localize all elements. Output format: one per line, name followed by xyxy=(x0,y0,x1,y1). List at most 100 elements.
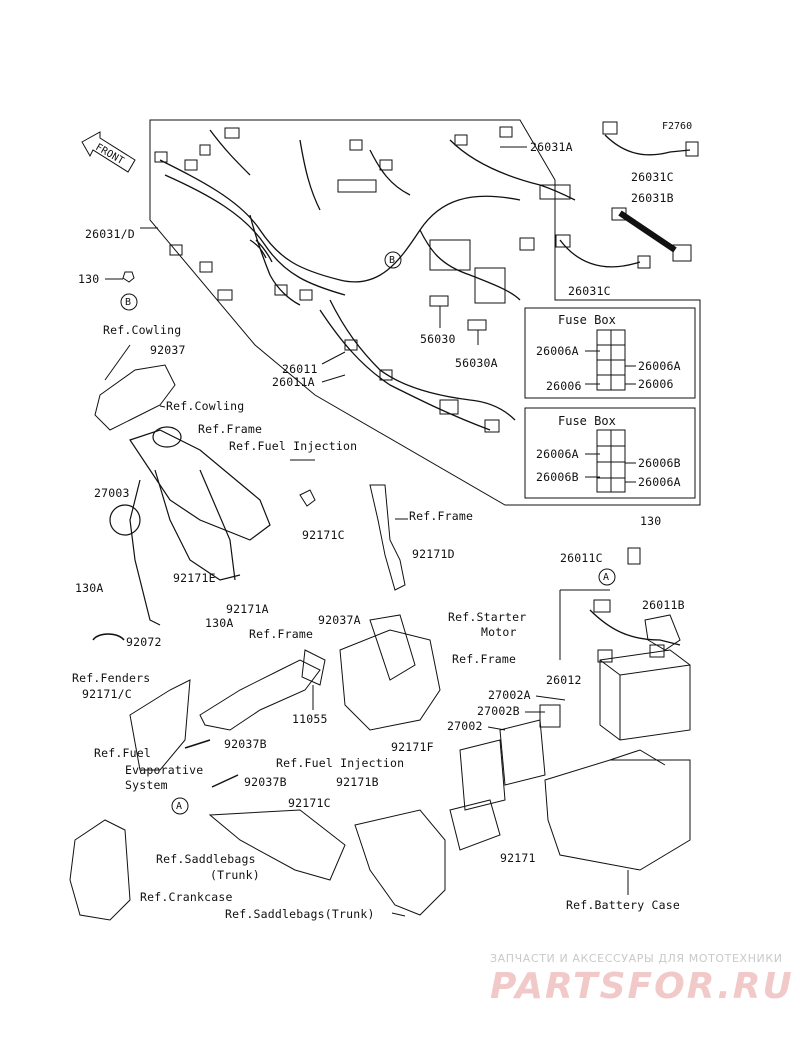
label-92171D: 92171D xyxy=(412,547,455,561)
label-27002A: 27002A xyxy=(488,688,531,702)
label-ref-starter-motor-1: Ref.Starter xyxy=(448,610,527,624)
fuse-box-2-frame xyxy=(524,407,696,499)
crankcase-cover xyxy=(69,819,131,921)
watermark-subtitle: ЗАПЧАСТИ И АКСЕССУАРЫ ДЛЯ МОТОТЕХНИКИ xyxy=(490,952,783,965)
label-ref-fenders: Ref.Fenders xyxy=(72,671,151,685)
fuse-box-2-left-1: 26006A xyxy=(536,447,579,461)
label-92072: 92072 xyxy=(126,635,162,649)
label-130-top: 130 xyxy=(78,272,100,286)
label-ref-starter-motor-2: Motor xyxy=(481,625,517,639)
saddlebag-bracket xyxy=(208,809,346,881)
label-ref-battery-case: Ref.Battery Case xyxy=(566,898,680,912)
label-11055: 11055 xyxy=(292,712,328,726)
label-92171C-2: 92171/C xyxy=(82,687,132,701)
fender-panel xyxy=(129,679,191,771)
battery-case xyxy=(544,749,691,871)
label-26011: 26011 xyxy=(282,362,318,376)
main-wiring-harness xyxy=(159,129,576,431)
label-92037A: 92037A xyxy=(318,613,361,627)
label-92037: 92037 xyxy=(150,343,186,357)
label-92037B-1: 92037B xyxy=(224,737,267,751)
label-130A-mid: 130A xyxy=(205,616,234,630)
label-ref-saddlebags-trunk: Ref.Saddlebags(Trunk) xyxy=(225,907,375,921)
callout-a-left-label: A xyxy=(176,801,183,812)
label-26031B: 26031B xyxy=(631,191,674,205)
clamp-92171C xyxy=(299,489,316,507)
fuse-box-2-left-2: 26006B xyxy=(536,470,579,484)
fuse-box-2-title: Fuse Box xyxy=(558,414,616,428)
label-92037B-2: 92037B xyxy=(244,775,287,789)
label-ref-fuel-evap-3: System xyxy=(125,778,168,792)
fuse-box-2-right-2: 26006A xyxy=(638,475,681,489)
label-92171C-3: 92171C xyxy=(288,796,331,810)
label-ref-frame-3: Ref.Frame xyxy=(249,627,314,641)
fuse-box-1-frame xyxy=(524,307,696,399)
label-92171A: 92171A xyxy=(226,602,269,616)
label-ref-fuel-injection-1: Ref.Fuel Injection xyxy=(229,439,358,453)
band-92072 xyxy=(92,633,125,641)
label-ref-fuel-evap-2: Evaporative xyxy=(125,763,204,777)
label-26031A: 26031A xyxy=(530,140,573,154)
label-ref-crankcase: Ref.Crankcase xyxy=(140,890,233,904)
label-92171F: 92171F xyxy=(391,740,434,754)
label-56030A: 56030A xyxy=(455,356,498,370)
saddlebag-cover xyxy=(354,809,446,916)
label-ref-saddlebags-2: (Trunk) xyxy=(210,868,260,882)
label-130-right: 130 xyxy=(640,514,662,528)
callout-b-top-label: B xyxy=(389,255,396,266)
label-26011B: 26011B xyxy=(642,598,685,612)
figure-code: F2760 xyxy=(662,121,693,132)
watermark-logo: PARTSFOR.RU xyxy=(490,966,794,1007)
sub-harness-26031C-top xyxy=(604,134,691,156)
fuse-clip-56030 xyxy=(429,295,449,307)
fuse-box-1-right-1: 26006A xyxy=(638,359,681,373)
harness-group-outline xyxy=(149,119,701,506)
label-56030: 56030 xyxy=(420,332,456,346)
label-26011C: 26011C xyxy=(560,551,603,565)
callout-b-top xyxy=(384,251,402,269)
sub-harness-26031B xyxy=(618,210,677,253)
label-ref-fuel-injection-2: Ref.Fuel Injection xyxy=(276,756,405,770)
rear-frame-bracket xyxy=(199,649,326,731)
front-arrow xyxy=(81,131,136,173)
fuse-block-2 xyxy=(596,429,626,493)
label-92171C-1: 92171C xyxy=(302,528,345,542)
fuse-box-1-title: Fuse Box xyxy=(558,313,616,327)
fuse-box-1-right-2: 26006 xyxy=(638,377,674,391)
fuse-box-1-left-1: 26006A xyxy=(536,344,579,358)
label-27003: 27003 xyxy=(94,486,130,500)
label-92171: 92171 xyxy=(500,851,536,865)
cowling-bracket xyxy=(94,364,176,431)
callout-b-left xyxy=(120,293,138,311)
fuse-clip-56030A xyxy=(467,319,487,331)
relay-26011B xyxy=(644,614,681,651)
ecu-modules xyxy=(449,704,561,851)
label-ref-frame-1: Ref.Frame xyxy=(198,422,263,436)
label-26011A: 26011A xyxy=(272,375,315,389)
frame-structure xyxy=(109,426,271,626)
label-130A-left: 130A xyxy=(75,581,104,595)
label-92171B: 92171B xyxy=(336,775,379,789)
label-27002B: 27002B xyxy=(477,704,520,718)
label-92171E: 92171E xyxy=(173,571,216,585)
label-ref-cowling-1: Ref.Cowling xyxy=(103,323,182,337)
fuse-box-2-right-1: 26006B xyxy=(638,456,681,470)
label-26031C-top: 26031C xyxy=(631,170,674,184)
label-26031D: 26031/D xyxy=(85,227,135,241)
label-ref-cowling-2: Ref.Cowling xyxy=(166,399,245,413)
label-ref-frame-4: Ref.Frame xyxy=(452,652,517,666)
starter-relay-wire xyxy=(589,609,681,646)
label-27002: 27002 xyxy=(447,719,483,733)
battery-26012 xyxy=(597,644,691,741)
rear-cover-panel xyxy=(339,614,441,731)
label-ref-saddlebags-1: Ref.Saddlebags xyxy=(156,852,256,866)
label-ref-fuel-evap-1: Ref.Fuel xyxy=(94,746,151,760)
callout-a-right-label: A xyxy=(603,572,610,583)
bolt-130 xyxy=(122,271,135,283)
callout-a-right xyxy=(598,568,616,586)
fuse-box-1-left-2: 26006 xyxy=(546,379,582,393)
frame-bracket-right xyxy=(369,484,406,591)
label-ref-frame-2: Ref.Frame xyxy=(409,509,474,523)
harness-connectors xyxy=(154,126,571,433)
